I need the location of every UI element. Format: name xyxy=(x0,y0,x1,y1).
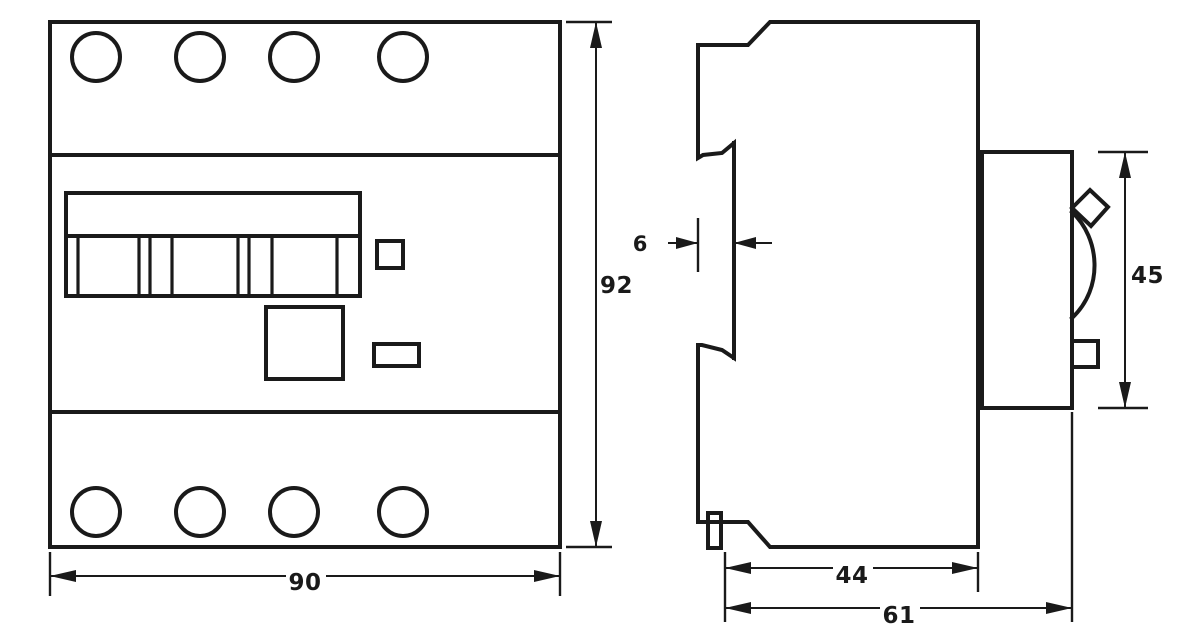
auxiliary-contact-tab xyxy=(1070,339,1100,369)
dimension-height-92: 92 xyxy=(566,20,634,549)
dimension-depth-44: 44 xyxy=(723,552,980,592)
dim-61-arrow-right xyxy=(1046,602,1072,614)
terminal-hole-top-3 xyxy=(268,31,320,83)
dim-92-label: 92 xyxy=(600,273,633,299)
dimension-clip-6: 6 xyxy=(633,218,772,272)
dim-44-arrow-right xyxy=(952,562,978,574)
dim-44-label: 44 xyxy=(835,563,868,589)
dim-45-arrow-top xyxy=(1119,152,1131,178)
dim-6-arrow-left xyxy=(676,237,698,249)
switch-block-outline xyxy=(64,191,362,298)
front-view-group xyxy=(48,20,562,549)
front-view-bottom-terminal-row xyxy=(70,486,429,538)
terminal-block-outline xyxy=(980,150,1074,410)
din-rail-spring-tab xyxy=(706,511,723,550)
front-view-toggle-switch-assembly xyxy=(64,191,362,298)
side-view-group xyxy=(696,20,1111,550)
dimension-depth-61: 61 xyxy=(723,412,1074,629)
operating-handle-group xyxy=(1069,187,1111,321)
terminal-hole-top-4 xyxy=(377,31,429,83)
dim-61-arrow-left xyxy=(725,602,751,614)
terminal-hole-bottom-4 xyxy=(377,486,429,538)
handle-curved-lever xyxy=(1069,209,1097,321)
terminal-hole-bottom-2 xyxy=(174,486,226,538)
dim-92-arrow-top xyxy=(590,22,602,48)
dim-61-text-backdrop xyxy=(880,596,920,624)
front-view-top-terminal-row xyxy=(70,31,429,83)
dim-90-arrow-right xyxy=(534,570,560,582)
dim-44-arrow-left xyxy=(725,562,751,574)
front-view-label-window xyxy=(372,342,421,368)
front-view-body-outline xyxy=(48,20,562,549)
dim-44-text-backdrop xyxy=(833,555,873,583)
terminal-hole-bottom-3 xyxy=(268,486,320,538)
dim-90-text-backdrop xyxy=(286,562,326,590)
dimension-width-90: 90 xyxy=(48,552,562,596)
dim-90-label: 90 xyxy=(288,570,321,596)
dimension-handle-45: 45 xyxy=(1098,150,1169,410)
dim-61-label: 61 xyxy=(882,603,915,629)
dim-6-label: 6 xyxy=(633,232,648,256)
terminal-hole-bottom-1 xyxy=(70,486,122,538)
terminal-hole-top-1 xyxy=(70,31,122,83)
dim-45-label: 45 xyxy=(1131,263,1164,289)
terminal-hole-top-2 xyxy=(174,31,226,83)
dim-92-text-backdrop xyxy=(598,268,634,298)
side-view-profile-outline xyxy=(696,20,980,549)
dim-90-arrow-left xyxy=(50,570,76,582)
dim-45-arrow-bottom xyxy=(1119,382,1131,408)
dim-45-text-backdrop xyxy=(1129,258,1169,288)
handle-diamond-knob xyxy=(1069,187,1111,229)
front-view-indicator-square xyxy=(375,239,405,270)
dim-6-arrow-right xyxy=(734,237,756,249)
dim-92-arrow-bottom xyxy=(590,521,602,547)
front-view-test-button xyxy=(264,305,345,381)
